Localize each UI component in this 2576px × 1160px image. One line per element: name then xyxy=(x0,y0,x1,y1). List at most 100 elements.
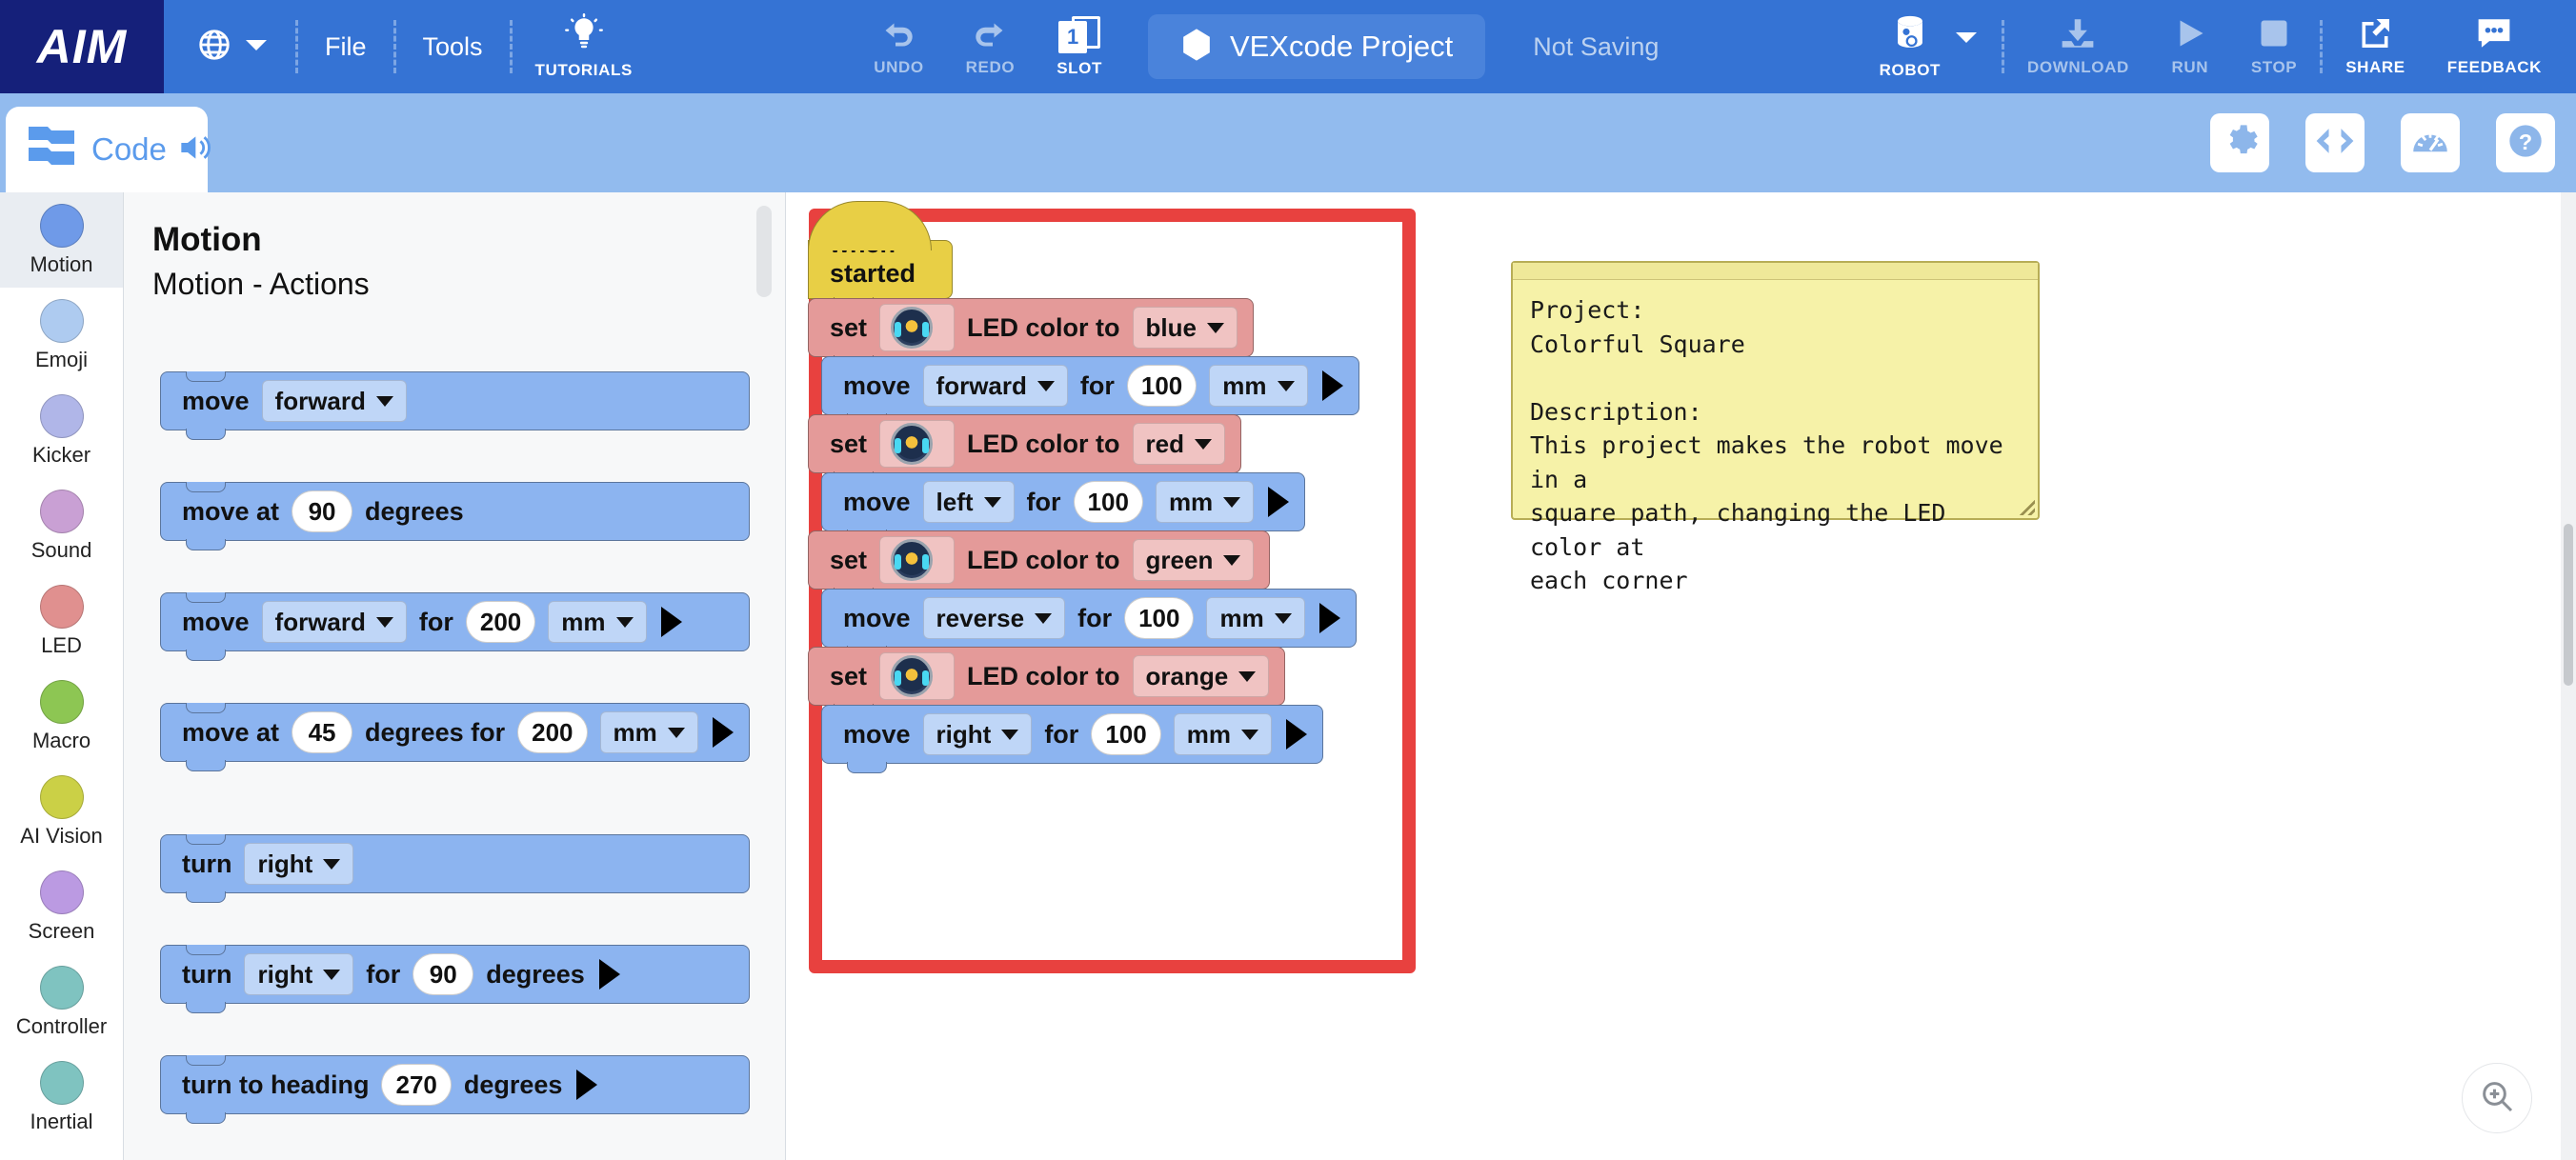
led-device-dropdown[interactable] xyxy=(879,652,956,700)
share-button[interactable]: SHARE xyxy=(2324,0,2426,93)
play-arrow-icon[interactable] xyxy=(1321,370,1343,401)
direction-dropdown[interactable]: right xyxy=(922,713,1033,755)
workspace-scrollbar[interactable] xyxy=(2561,192,2576,1160)
play-arrow-icon[interactable] xyxy=(598,959,620,990)
dashboard-button[interactable] xyxy=(2401,113,2460,172)
led-device-dropdown[interactable] xyxy=(879,420,956,468)
block-when-started[interactable]: when started xyxy=(808,201,953,309)
distance-input[interactable]: 200 xyxy=(517,711,588,753)
undo-button[interactable]: UNDO xyxy=(853,0,944,93)
unit-dropdown[interactable]: mm xyxy=(1155,481,1255,523)
scrollbar-thumb[interactable] xyxy=(2564,524,2573,686)
direction-dropdown[interactable]: left xyxy=(922,481,1015,523)
distance-input[interactable]: 100 xyxy=(1124,597,1195,639)
turn-direction-dropdown[interactable]: right xyxy=(244,843,354,885)
unit-dropdown[interactable]: mm xyxy=(1206,597,1305,639)
degrees-input[interactable]: 90 xyxy=(413,953,474,995)
sidebar-item-inertial[interactable]: Inertial xyxy=(0,1050,123,1145)
unit-dropdown[interactable]: mm xyxy=(548,601,647,643)
degrees-input[interactable]: 90 xyxy=(292,490,353,532)
download-button[interactable]: DOWNLOAD xyxy=(2006,0,2150,93)
robot-led-ring-icon xyxy=(891,307,934,349)
feedback-button[interactable]: FEEDBACK xyxy=(2426,0,2563,93)
led-device-dropdown[interactable] xyxy=(879,304,956,351)
palette-block-move-direction-for[interactable]: move forward for 200 mm xyxy=(160,592,750,661)
stop-button[interactable]: STOP xyxy=(2230,0,2318,93)
settings-button[interactable] xyxy=(2210,113,2269,172)
language-selector[interactable] xyxy=(164,0,293,93)
palette-block-turn-direction[interactable]: turn right xyxy=(160,834,750,903)
play-arrow-icon[interactable] xyxy=(712,717,734,748)
led-color-dropdown[interactable]: red xyxy=(1132,423,1225,465)
led-color-dropdown[interactable]: green xyxy=(1132,539,1255,581)
turn-direction-dropdown[interactable]: right xyxy=(244,953,354,995)
direction-dropdown[interactable]: forward xyxy=(922,365,1068,407)
slot-button[interactable]: 1 SLOT xyxy=(1036,0,1123,93)
sidebar-item-controller[interactable]: Controller xyxy=(0,954,123,1050)
palette-block-turn-to-heading[interactable]: turn to heading 270 degrees xyxy=(160,1055,750,1124)
sidebar-item-sound[interactable]: Sound xyxy=(0,478,123,573)
menu-tools[interactable]: Tools xyxy=(422,31,483,61)
distance-input[interactable]: 100 xyxy=(1126,365,1197,407)
led-color-dropdown[interactable]: blue xyxy=(1132,307,1238,349)
palette-block-move-direction[interactable]: move forward xyxy=(160,371,750,440)
unit-dropdown[interactable]: mm xyxy=(1173,713,1272,755)
code-brackets-icon xyxy=(2315,124,2355,163)
sidebar-item-macro[interactable]: Macro xyxy=(0,669,123,764)
sidebar-item-emoji[interactable]: Emoji xyxy=(0,288,123,383)
distance-input[interactable]: 200 xyxy=(465,601,536,643)
project-comment-note[interactable]: Project: Colorful Square Description: Th… xyxy=(1511,261,2040,594)
view-code-button[interactable] xyxy=(2305,113,2365,172)
play-arrow-icon[interactable] xyxy=(660,607,682,637)
led-device-dropdown[interactable] xyxy=(879,536,956,584)
redo-button[interactable]: REDO xyxy=(945,0,1036,93)
distance-input[interactable]: 100 xyxy=(1073,481,1143,523)
tutorials-button[interactable]: TUTORIALS xyxy=(514,0,654,93)
heading-input[interactable]: 270 xyxy=(381,1064,452,1106)
zoom-in-button[interactable] xyxy=(2462,1063,2532,1133)
play-arrow-icon[interactable] xyxy=(1318,603,1340,633)
play-arrow-icon[interactable] xyxy=(1268,487,1290,517)
sidebar-item-ai-vision[interactable]: AI Vision xyxy=(0,764,123,859)
help-button[interactable]: ? xyxy=(2496,113,2555,172)
play-arrow-icon[interactable] xyxy=(1285,719,1307,750)
robot-led-ring-icon xyxy=(891,539,934,581)
comment-resize-handle[interactable] xyxy=(2020,500,2035,515)
sidebar-item-motion[interactable]: Motion xyxy=(0,192,123,288)
led-color-dropdown[interactable]: orange xyxy=(1132,655,1270,697)
project-name-button[interactable]: VEXcode Project xyxy=(1147,14,1486,79)
comment-header[interactable] xyxy=(1513,263,2038,280)
tab-bar: Code xyxy=(0,93,2576,192)
sidebar-item-kicker[interactable]: Kicker xyxy=(0,383,123,478)
palette-block-turn-for-degrees[interactable]: turn right for 90 degrees xyxy=(160,945,750,1013)
palette-block-move-at-degrees[interactable]: move at 90 degrees xyxy=(160,482,750,550)
sidebar-item-led[interactable]: LED xyxy=(0,573,123,669)
comment-text[interactable]: Project: Colorful Square Description: Th… xyxy=(1530,296,2003,594)
speaker-icon[interactable] xyxy=(178,131,216,169)
unit-dropdown[interactable]: mm xyxy=(599,711,698,753)
palette-block-move-at-degrees-for[interactable]: move at 45 degrees for 200 mm xyxy=(160,703,750,771)
menu-file[interactable]: File xyxy=(325,31,367,61)
direction-dropdown[interactable]: forward xyxy=(261,380,407,422)
play-arrow-icon[interactable] xyxy=(576,1070,598,1100)
unit-dropdown[interactable]: mm xyxy=(1209,365,1308,407)
sidebar-item-screen[interactable]: Screen xyxy=(0,859,123,954)
direction-dropdown[interactable]: reverse xyxy=(922,597,1066,639)
degrees-input[interactable]: 45 xyxy=(292,711,353,753)
distance-input[interactable]: 100 xyxy=(1091,713,1161,755)
tab-code[interactable]: Code xyxy=(6,107,211,192)
palette-scrollbar[interactable] xyxy=(756,206,772,297)
run-button[interactable]: RUN xyxy=(2150,0,2230,93)
robot-selector[interactable]: ROBOT xyxy=(1859,0,2000,93)
direction-dropdown[interactable]: forward xyxy=(261,601,407,643)
